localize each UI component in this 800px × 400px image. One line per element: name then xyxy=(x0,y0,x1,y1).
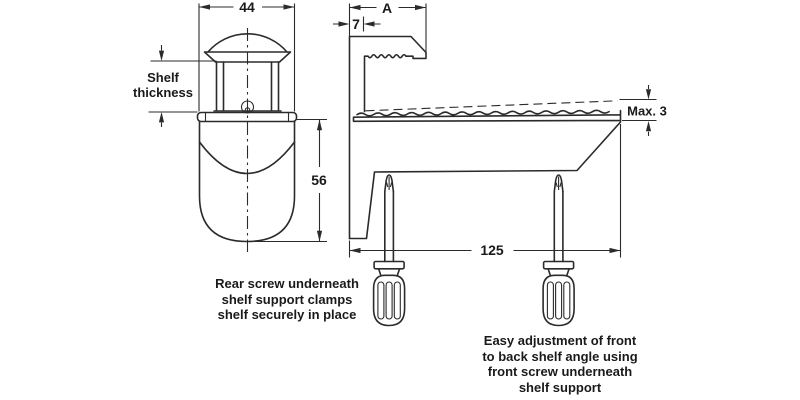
rear-screw-caption: Rear screw underneath shelf support clam… xyxy=(215,276,359,323)
shelf-platform xyxy=(352,109,622,123)
flange xyxy=(196,111,298,123)
clamp-body xyxy=(213,61,282,112)
front-screw-caption-line3: front screw underneath xyxy=(487,364,633,379)
dimension-125 xyxy=(348,124,622,258)
dimension-7 xyxy=(333,16,381,32)
dome-cap xyxy=(207,33,288,53)
platform-serration xyxy=(356,109,610,117)
rear-screw-caption-line2: shelf support clamps xyxy=(221,291,353,307)
dimension-A xyxy=(348,3,427,52)
clamp-inner-wall xyxy=(363,55,369,113)
clamp-serration xyxy=(367,53,407,59)
dimension-44 xyxy=(198,3,296,112)
support-body-inner-arc xyxy=(198,141,296,175)
length-dimension-label: 125 xyxy=(480,242,504,258)
front-screw-caption: Easy adjustment of front to back shelf a… xyxy=(482,333,637,395)
shelf-thickness-label: Shelf thickness xyxy=(133,70,193,100)
front-screw-caption-line4: shelf support xyxy=(518,379,602,395)
bracket-body xyxy=(348,121,622,240)
front-view-drawing xyxy=(196,28,298,252)
clamp-band xyxy=(203,51,292,63)
tilt-dashed-line xyxy=(365,100,618,112)
side-view-drawing xyxy=(348,35,622,240)
front-screw-caption-line1: Easy adjustment of front xyxy=(483,333,637,348)
height-dimension-label: 56 xyxy=(311,172,327,188)
bracket-wall-and-arm xyxy=(348,35,427,240)
rear-offset-dimension-label: 7 xyxy=(352,16,360,32)
max-tilt-dimension-label: Max. 3 xyxy=(627,103,667,119)
shelf-thickness-line1: Shelf xyxy=(147,70,179,85)
rear-screw-caption-line1: Rear screw underneath xyxy=(215,276,359,291)
front-screw-caption-line2: to back shelf angle using xyxy=(482,348,638,364)
width-dimension-label: 44 xyxy=(239,0,255,15)
dimension-shelf-thickness xyxy=(148,45,217,127)
shelf-thickness-line2: thickness xyxy=(133,84,193,100)
dimension-max3 xyxy=(619,85,657,136)
support-body xyxy=(198,120,296,243)
rear-screw-caption-line3: shelf securely in place xyxy=(217,307,357,322)
dimension-56 xyxy=(249,118,327,243)
depth-dimension-label: A xyxy=(381,0,393,16)
